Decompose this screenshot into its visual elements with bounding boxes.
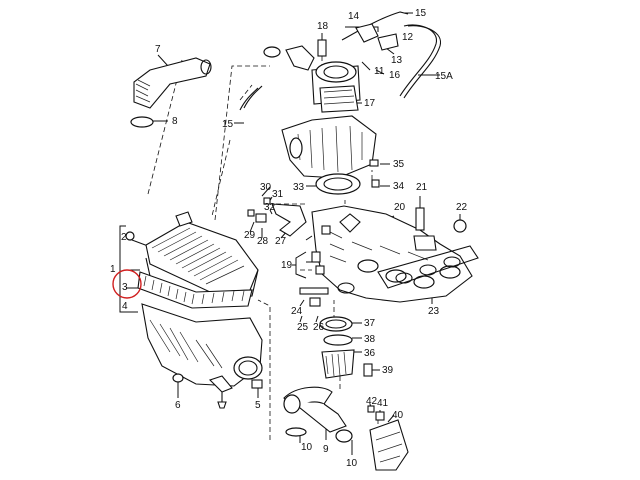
callout-30: 30 <box>260 182 272 193</box>
air-filter-lid <box>145 211 259 301</box>
callout-33: 33 <box>293 182 305 193</box>
intake-upper <box>281 115 380 195</box>
callout-13: 13 <box>391 55 403 66</box>
callout-5: 5 <box>255 400 261 411</box>
callout-31: 31 <box>272 189 284 200</box>
callout-18: 18 <box>317 21 329 32</box>
lower-hose <box>283 386 409 471</box>
intake-manifold <box>311 205 473 303</box>
callout-2: 2 <box>121 232 127 243</box>
highlight-circle <box>112 269 142 299</box>
bracket-part <box>125 197 307 241</box>
callout-labels: 1 2 3 4 5 6 7 8 9 10 10 11 12 13 14 15 1… <box>110 8 468 469</box>
callout-4: 4 <box>122 301 128 312</box>
air-box-lower <box>141 303 263 393</box>
callout-32: 32 <box>264 202 276 213</box>
stud-hardware <box>299 207 467 307</box>
callout-1: 1 <box>110 264 116 275</box>
callout-29: 29 <box>244 230 256 241</box>
callout-23: 23 <box>428 306 440 317</box>
callout-15-top: 15 <box>415 8 427 19</box>
grommet-part <box>172 373 184 383</box>
callout-37: 37 <box>364 318 376 329</box>
callout-42: 42 <box>366 396 378 407</box>
filter-element <box>137 271 253 309</box>
callout-22: 22 <box>456 202 468 213</box>
callout-3: 3 <box>122 282 128 293</box>
callout-11: 11 <box>374 66 385 77</box>
callout-28: 28 <box>257 236 269 247</box>
callout-21: 21 <box>416 182 428 193</box>
callout-12: 12 <box>402 32 414 43</box>
callout-36: 36 <box>364 348 376 359</box>
throttle-body <box>263 39 361 113</box>
callout-38: 38 <box>364 334 376 345</box>
callout-7: 7 <box>155 44 161 55</box>
manifold-gasket <box>377 245 479 289</box>
callout-34: 34 <box>393 181 405 192</box>
callout-27: 27 <box>275 236 287 247</box>
callout-6: 6 <box>175 400 181 411</box>
callout-10-right: 10 <box>346 458 358 469</box>
bolt-part <box>217 379 263 409</box>
callout-25: 25 <box>297 322 309 333</box>
sensor-assembly <box>319 316 373 379</box>
intake-hose <box>130 57 212 128</box>
callout-16: 16 <box>389 70 401 81</box>
callout-17: 17 <box>364 98 376 109</box>
callout-9: 9 <box>323 444 329 455</box>
callout-40: 40 <box>392 410 404 421</box>
callout-24: 24 <box>291 306 303 317</box>
callout-15A: 15A <box>435 71 453 82</box>
callout-10-left: 10 <box>301 442 313 453</box>
callout-26: 26 <box>313 322 325 333</box>
callout-8: 8 <box>172 116 178 127</box>
callout-14: 14 <box>348 11 360 22</box>
vacuum-hose <box>239 11 441 111</box>
callout-41: 41 <box>377 398 389 409</box>
callout-19: 19 <box>281 260 293 271</box>
callout-35: 35 <box>393 159 405 170</box>
callout-20: 20 <box>394 202 406 213</box>
callout-39: 39 <box>382 365 394 376</box>
callout-15-left: 15 <box>222 119 234 130</box>
